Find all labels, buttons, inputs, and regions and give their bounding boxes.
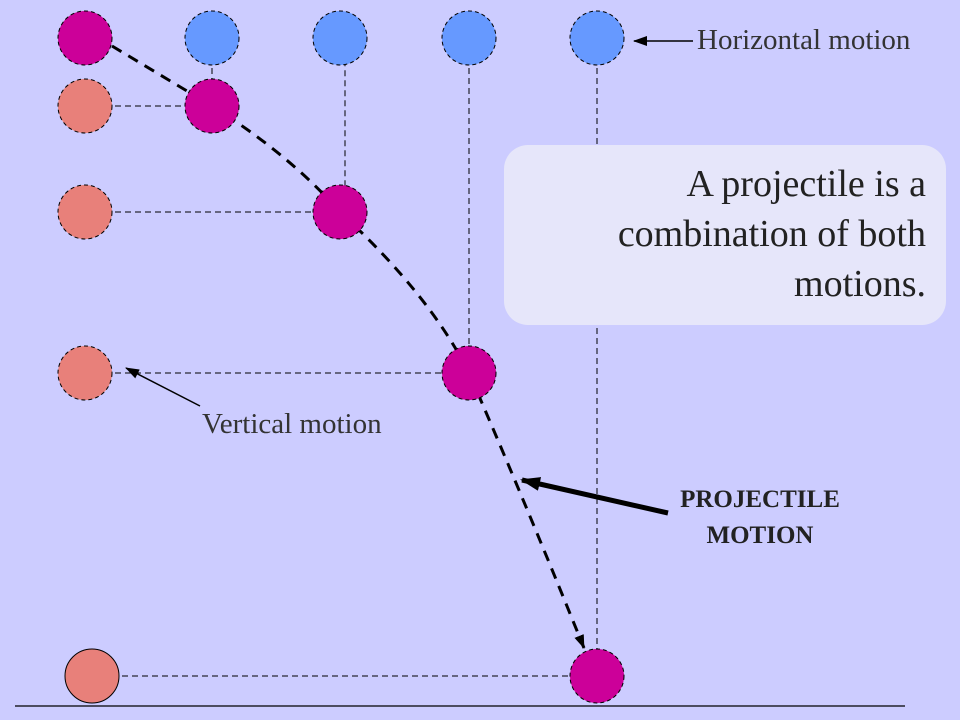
projectile-ball (57, 10, 113, 66)
horizontal-motion-label: Horizontal motion (697, 24, 911, 56)
projectile-ball (441, 345, 497, 401)
horizontal-motion-balls (184, 10, 625, 66)
vertical-ball (57, 78, 113, 134)
projectile-balls (57, 10, 625, 704)
guide-lines (85, 31, 598, 677)
vertical-ball (57, 345, 113, 401)
horizontal-ball (184, 10, 240, 66)
trajectory-path (111, 44, 586, 649)
projectile-label-line2: MOTION (706, 522, 814, 549)
projectile-label-line1: PROJECTILE (680, 486, 840, 513)
vertical-motion-balls (57, 78, 113, 401)
projectile-label-arrow (520, 477, 669, 516)
callout-text: A projectile is a combination of both mo… (617, 163, 926, 305)
projectile-ball (184, 78, 240, 134)
projectile-ball (569, 648, 625, 704)
projectile-motion-label: PROJECTILE MOTION (660, 482, 860, 554)
horizontal-ball (569, 10, 625, 66)
callout-box: A projectile is a combination of both mo… (504, 145, 946, 325)
projectile-ball (312, 184, 368, 240)
vertical-ball (57, 184, 113, 240)
horizontal-ball (441, 10, 497, 66)
vertical-motion-label: Vertical motion (202, 408, 382, 440)
horizontal-ball (312, 10, 368, 66)
vertical-label-arrow (125, 367, 201, 407)
vertical-ball-ground (64, 648, 120, 704)
